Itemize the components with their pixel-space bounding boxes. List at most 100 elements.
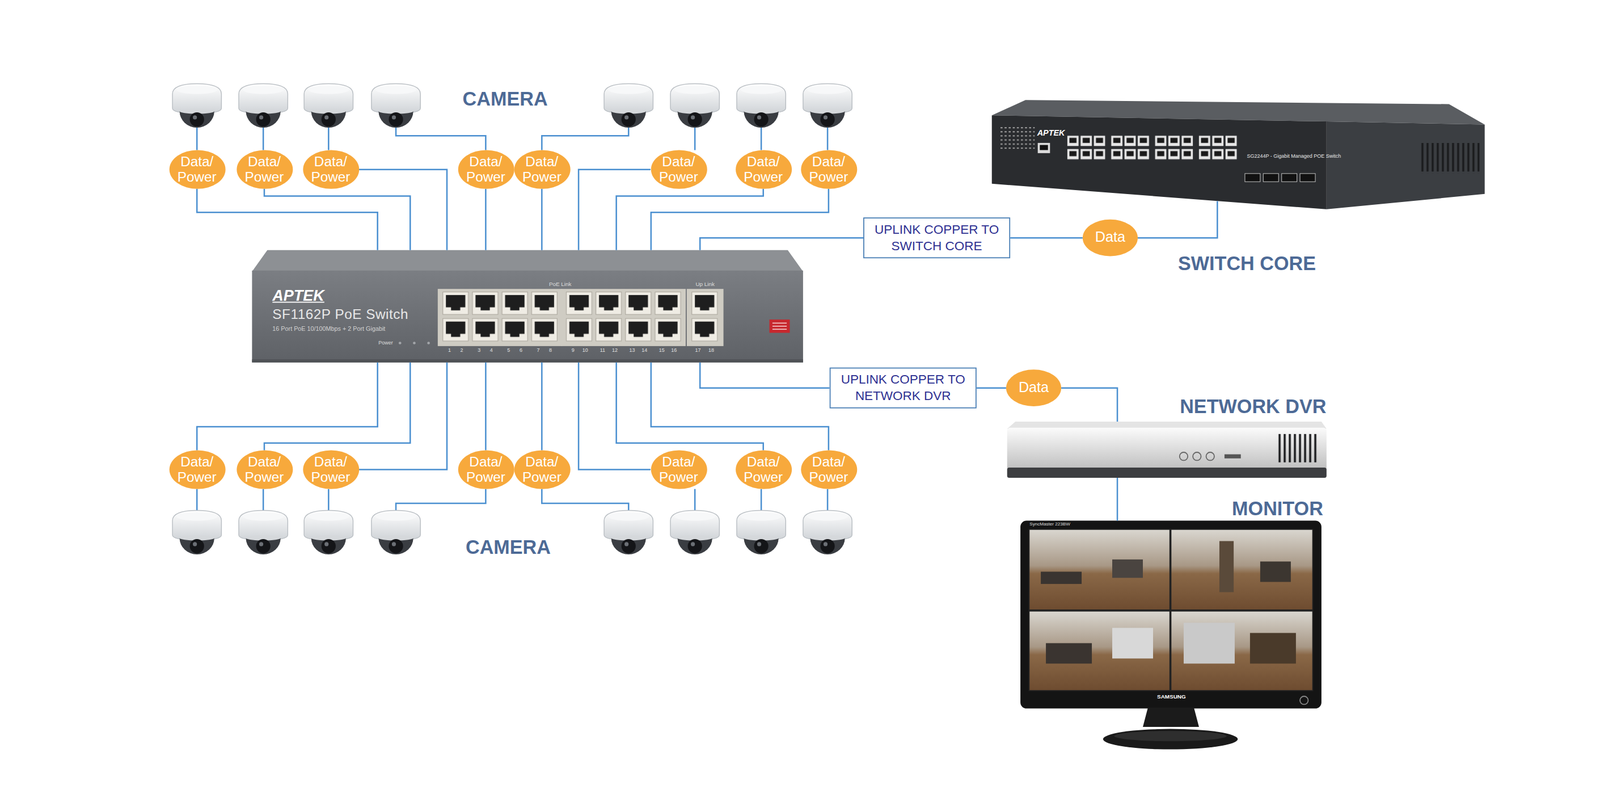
cable-line [196,188,378,251]
cable-line [1010,237,1083,239]
oval-label: Data/ Power [513,453,571,485]
data-power-oval: Data/ Power [235,449,293,489]
data-power-oval: Data/ Power [457,449,514,489]
oval-fill [650,449,707,489]
core-switch-body [999,126,1035,150]
cable-line [484,188,487,251]
data-power-oval: Data/ Power [235,149,293,189]
monitor-body [1142,707,1200,727]
cable-line [578,362,651,470]
core-switch-body [1326,121,1485,210]
monitor-body [1171,529,1312,610]
camera-wires [196,127,828,512]
poe-switch-body [440,289,560,344]
core-switch-body [1037,142,1051,154]
oval-fill [1082,219,1138,257]
oval-fill [735,449,792,489]
poe-switch-body [772,325,787,327]
oval-fill [169,149,226,189]
port-number: 4 [490,347,493,353]
poe-switch-body [564,289,683,344]
poe-switch-body [689,289,720,344]
oval-fill [513,449,571,489]
data-power-oval: Data/ Power [800,449,857,489]
monitor-body [1250,632,1296,664]
device-label: Up Link [695,281,715,288]
core-switch-body [1420,142,1480,174]
cable-line [358,362,447,470]
dome-camera [238,510,288,555]
device-text: APTEK [272,286,324,303]
oval-label: Data/ Power [169,453,226,485]
cable-line [541,362,543,451]
core-switch-body [1109,134,1150,162]
port-number: 10 [582,347,589,353]
oval-fill [800,449,857,489]
cable-line [1137,200,1218,238]
oval-fill [650,149,707,189]
cable-line [616,362,764,451]
poe-switch-body [769,319,791,333]
data-power-oval: Data [1082,219,1138,257]
uplink-label: UPLINK COPPER TO NETWORK DVR [838,371,968,405]
port-number: 3 [477,347,481,353]
port-number: 5 [507,347,510,353]
monitor-body [1029,611,1169,691]
oval-label: Data/ Power [800,453,857,485]
port-number: 11 [600,347,606,353]
dome-camera [304,510,353,555]
port-number: 7 [537,347,540,353]
monitor-body [1260,561,1291,582]
cable-line [484,362,487,451]
device-heading: SWITCH CORE [1178,253,1316,273]
core-switch-body [1244,173,1261,182]
core-switch-body [1197,134,1238,162]
dome-camera [736,510,786,555]
dome-camera [172,83,852,555]
dome-camera [604,510,653,555]
poe-switch-body [251,250,804,272]
dome-camera [371,510,421,555]
device-label: SyncMaster 223BW [1029,522,1071,527]
port-number: 15 [659,347,665,353]
data-power-oval: Data/ Power [735,149,792,189]
oval-label: Data/ Power [800,153,857,185]
oval-fill [235,449,293,489]
data-power-oval: Data/ Power [513,149,571,189]
oval-fill [735,149,792,189]
monitor-body [1040,571,1082,585]
dvr-body [1206,452,1215,460]
monitor-body [1183,622,1235,664]
core-switch-body [1299,173,1316,182]
core-switch-body [1281,173,1298,182]
core-switch-body [1420,142,1480,174]
oval-fill [457,149,514,189]
dvr-body [1007,467,1327,478]
camera-wires [395,127,629,151]
data-power-oval: Data/ Power [735,449,792,489]
cable-line [699,237,864,251]
dvr-body [1277,433,1319,463]
dome-camera [371,83,421,128]
cable-line [1061,387,1118,422]
port-number: 16 [670,347,677,353]
data-power-oval: Data/ Power [169,449,226,489]
oval-fill [169,449,226,489]
device-text: 16 Port PoE 10/100Mbps + 2 Port Gigabit [272,325,386,332]
device-heading: NETWORK DVR [1179,396,1327,416]
dome-camera [604,83,653,128]
monitor-body [1171,611,1312,691]
core-switch-body [991,115,1327,210]
oval-fill [457,449,514,489]
port-number: 12 [611,347,618,353]
data-power-oval: Data/ Power [650,449,707,489]
oval-label: Data/ Power [513,153,571,185]
oval-label: Data/ Power [302,153,359,185]
device-label: PoE Link [549,281,572,288]
cable-line [358,169,447,251]
port-number: 1 [448,347,451,353]
data-power-oval: Data/ Power [800,149,857,189]
core-switch-body [999,126,1035,150]
